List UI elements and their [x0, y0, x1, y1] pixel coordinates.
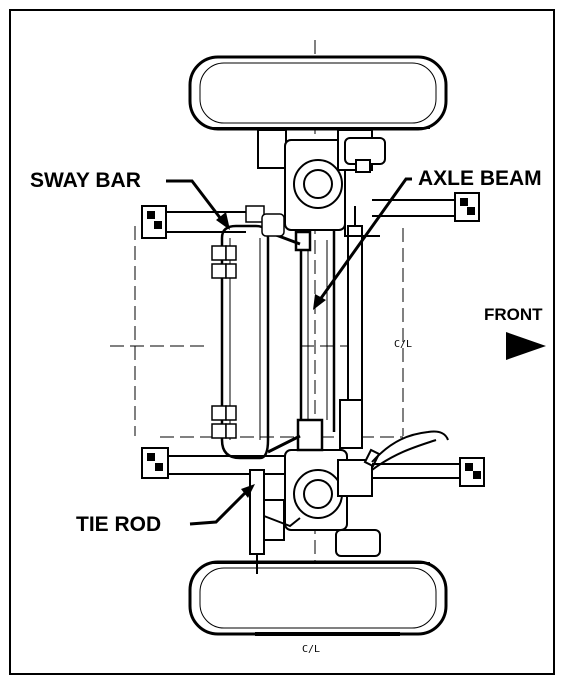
upper-spindle [257, 129, 386, 231]
tie-rod-shape [249, 469, 301, 574]
sway-bar-clamps [211, 205, 285, 439]
axle-beam-shape [294, 230, 336, 452]
brake-hose [371, 430, 449, 471]
centerline-label-mid: C/L [394, 339, 413, 350]
tie-rod-label: TIE ROD [76, 513, 162, 536]
centerline-label-bottom: C/L [302, 644, 321, 655]
axle-beam-label: AXLE BEAM [418, 167, 542, 190]
front-arrow [506, 332, 546, 360]
lower-frame-bar [141, 447, 485, 487]
bottom-wheel [188, 560, 448, 636]
leader-lines [166, 177, 412, 526]
leader-arrowheads [216, 212, 326, 498]
top-wheel [188, 55, 448, 131]
upper-frame-bar [141, 192, 480, 239]
sway-bar-shape [220, 224, 301, 460]
sway-bar-label: SWAY BAR [30, 169, 141, 192]
lower-spindle [257, 448, 381, 557]
shock-absorber [339, 206, 363, 449]
front-label: FRONT [484, 305, 543, 324]
